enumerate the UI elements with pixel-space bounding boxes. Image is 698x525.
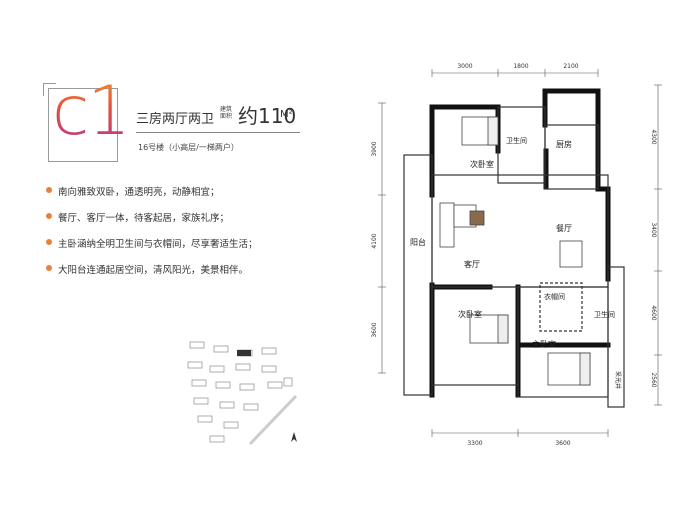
bullet-dot-icon	[46, 213, 52, 219]
area-note: 建筑面积	[220, 106, 233, 120]
unit-type: 三房两厅两卫	[136, 112, 215, 127]
room-kitchen: 厨房	[556, 139, 572, 149]
dim-right-4: 2560	[650, 372, 657, 387]
dim-left-2: 4100	[371, 233, 378, 248]
dim-left-1: 3900	[371, 141, 378, 156]
room-living: 客厅	[464, 259, 480, 269]
room-bathroom-right: 卫生间	[594, 310, 615, 319]
bullet-dot-icon	[46, 187, 52, 193]
site-plan-thumbnail	[187, 341, 298, 446]
unit-code-frame	[43, 83, 118, 162]
dim-bottom-1: 3300	[467, 440, 482, 447]
room-second-bedroom-top: 次卧室	[470, 159, 494, 169]
feature-item: 大阳台连通起居空间，清风阳光，美景相伴。	[46, 262, 258, 288]
dim-left-3: 3600	[371, 322, 378, 337]
room-bathroom-top: 卫生间	[506, 136, 527, 145]
room-master-bedroom: 主卧室	[532, 339, 556, 349]
floor-plan: 3000 1800 2100 3300 3600 3900 4100 3600 …	[371, 63, 662, 447]
dim-top-2: 1800	[513, 63, 528, 70]
dim-right-1: 4300	[650, 129, 657, 144]
dim-right-3: 4600	[650, 305, 657, 320]
north-arrow-icon	[291, 432, 297, 442]
dim-right-2: 3400	[650, 222, 657, 237]
current-building-marker	[237, 350, 251, 356]
bullet-dot-icon	[46, 265, 52, 271]
feature-item: 南向雅致双卧，通透明亮，动静相宜；	[46, 184, 258, 210]
feature-list: 南向雅致双卧，通透明亮，动静相宜； 餐厅、客厅一体，待客起居，家族礼序； 主卧涵…	[46, 184, 258, 288]
area-unit: M²	[280, 109, 293, 120]
room-light-well: 采光井	[614, 371, 622, 389]
dim-top-3: 2100	[563, 63, 578, 70]
area-value: 约110	[238, 104, 297, 128]
room-dining: 餐厅	[556, 224, 572, 233]
dim-top-1: 3000	[457, 63, 472, 70]
dim-bottom-2: 3600	[555, 440, 570, 447]
bullet-dot-icon	[46, 239, 52, 245]
feature-item: 主卧涵纳全明卫生间与衣帽间，尽享奢适生活；	[46, 236, 258, 262]
building-info: 16号楼（小高层/一梯两户）	[138, 143, 239, 152]
room-balcony: 阳台	[410, 237, 426, 247]
room-second-bedroom-bottom: 次卧室	[458, 309, 482, 319]
title-divider	[136, 132, 300, 133]
unit-code: c1	[52, 72, 131, 151]
room-closet: 衣帽间	[544, 292, 565, 301]
feature-item: 餐厅、客厅一体，待客起居，家族礼序；	[46, 210, 258, 236]
